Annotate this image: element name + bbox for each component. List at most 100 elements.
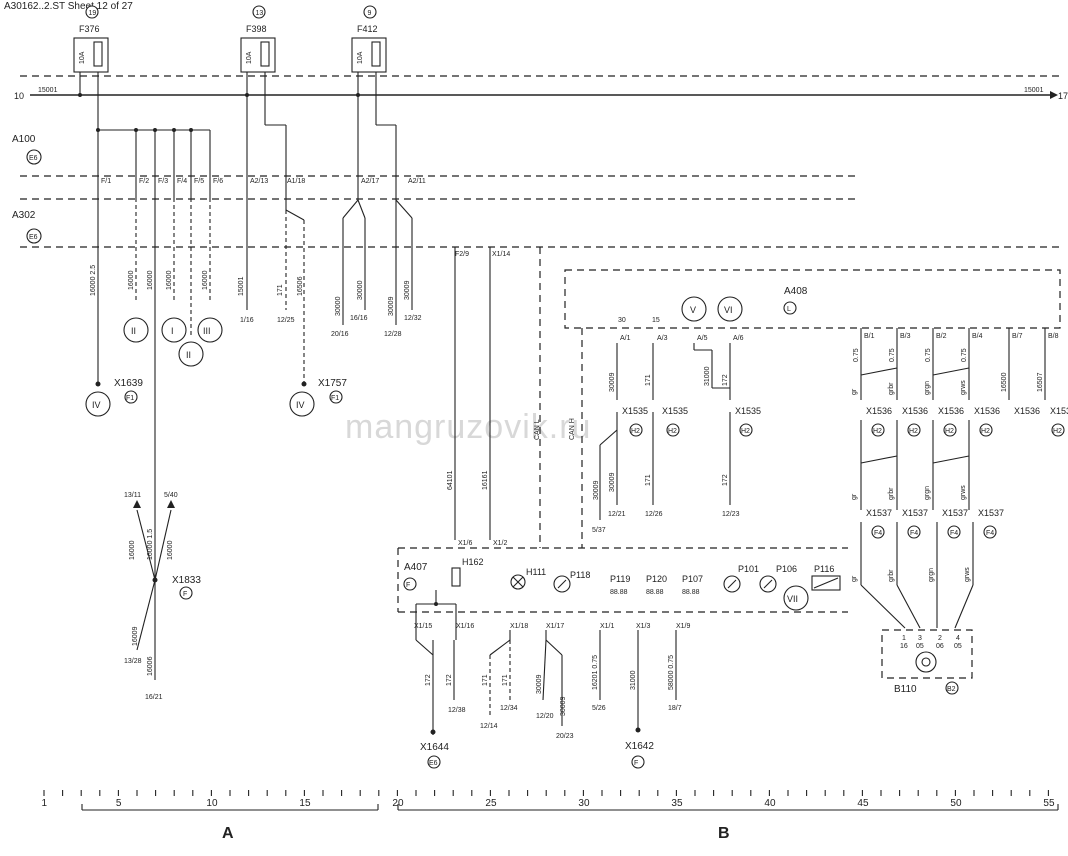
pin-row-top: F/1 F/2 F/3 F/4 F/5 F/6 A2/13 A1/18 A2/1…	[101, 178, 426, 185]
ref-label: 18/7	[668, 705, 682, 712]
svg-text:X1/9: X1/9	[676, 623, 691, 630]
svg-text:A2/13: A2/13	[250, 178, 268, 185]
svg-text:F4: F4	[986, 530, 994, 537]
ruler-label: 30	[578, 798, 590, 809]
svg-text:05: 05	[916, 643, 924, 650]
svg-text:88.88: 88.88	[646, 589, 664, 596]
svg-text:F/6: F/6	[213, 178, 223, 185]
loc-label: H2	[631, 428, 640, 435]
ref-label: 12/21	[608, 511, 626, 518]
svg-text:X1537: X1537	[866, 508, 892, 518]
loc-badge	[631, 755, 645, 769]
display-p119: P119 88.88	[610, 574, 630, 596]
svg-text:IV: IV	[296, 400, 305, 410]
fuse-f376: 19 F376 10A	[73, 5, 109, 97]
connector-x1535: X1535	[662, 406, 688, 416]
loc-badge	[427, 755, 441, 769]
wire-label: 16000	[129, 540, 136, 560]
svg-text:grgn: grgn	[928, 568, 935, 582]
svg-text:10A: 10A	[246, 51, 253, 64]
svg-text:X1536: X1536	[1014, 406, 1040, 416]
wire-label: 30009	[536, 674, 543, 694]
wire-label: 16000	[166, 270, 173, 290]
wire-label: 171	[645, 474, 652, 486]
svg-text:H162: H162	[462, 557, 484, 567]
svg-text:F398: F398	[246, 24, 267, 34]
svg-text:A/3: A/3	[657, 335, 668, 342]
wire	[285, 209, 305, 221]
svg-text:13: 13	[256, 10, 264, 17]
wire-label: 15001	[238, 276, 245, 296]
ref-label: 12/20	[536, 713, 554, 720]
svg-text:88.88: 88.88	[610, 589, 628, 596]
pin-row-a408: 30 15 A/1 A/3 A/5 A/6	[618, 317, 744, 342]
svg-text:X1/1: X1/1	[600, 623, 615, 630]
svg-text:30: 30	[618, 317, 626, 324]
module-a408-label: A408	[784, 286, 808, 297]
wire-label: 64101	[447, 470, 454, 490]
loc-label: F	[634, 760, 638, 767]
svg-text:H2: H2	[909, 428, 918, 435]
svg-text:06: 06	[936, 643, 944, 650]
connector-dot	[301, 381, 307, 387]
pin-label: X1/2	[493, 540, 508, 547]
svg-text:F/1: F/1	[101, 178, 111, 185]
fuse-f398: 13 F398 10A	[240, 5, 276, 125]
wire-label: 16000 1.5	[147, 529, 154, 560]
svg-text:F/3: F/3	[158, 178, 168, 185]
module-a407-loc-badge	[403, 577, 417, 591]
svg-text:grgn: grgn	[924, 486, 931, 500]
pin-row-b: B/1 B/3 B/2 B/4 B/7 B/8	[864, 333, 1059, 340]
svg-text:VII: VII	[787, 594, 798, 604]
svg-text:88.88: 88.88	[682, 589, 700, 596]
ref-label: 12/23	[722, 511, 740, 518]
svg-text:0.75: 0.75	[961, 348, 968, 362]
module-a302-label: A302	[12, 210, 36, 221]
connector-dot	[635, 727, 641, 733]
watermark: mangruzovik.ru	[345, 408, 591, 446]
module-a100-loc-badge	[26, 149, 42, 165]
ruler-label: 10	[206, 798, 218, 809]
svg-text:X1536: X1536	[974, 406, 1000, 416]
wire-label: 58000 0.75	[668, 655, 675, 690]
wire	[136, 579, 156, 651]
loc-label: F1	[331, 395, 339, 402]
svg-text:0.75: 0.75	[853, 348, 860, 362]
ref-label: 20/16	[331, 331, 349, 338]
wire-label: 30000	[335, 296, 342, 316]
display-p116: P116	[811, 564, 841, 591]
ruler-label: 5	[116, 798, 122, 809]
rail-right-wire: 15001	[1024, 87, 1044, 94]
svg-text:F/5: F/5	[194, 178, 204, 185]
svg-text:grws: grws	[964, 567, 971, 582]
svg-text:X1536: X1536	[902, 406, 928, 416]
wire-label: 16006	[147, 656, 154, 676]
svg-text:F/4: F/4	[177, 178, 187, 185]
wire-label: 16000	[147, 270, 154, 290]
ref-label: 16/21	[145, 694, 163, 701]
harness-upper: gr grbr grgn grws 0.75 0.75 0.75 0.75 16…	[851, 328, 1046, 400]
wire-label: 16201 0.75	[592, 655, 599, 690]
loc-badge	[179, 586, 193, 600]
svg-text:X1537: X1537	[978, 508, 1004, 518]
svg-text:1: 1	[902, 635, 906, 642]
svg-text:B/8: B/8	[1048, 333, 1059, 340]
wire	[599, 429, 618, 446]
loc-label: E6	[429, 760, 438, 767]
junction-dot	[434, 602, 438, 606]
svg-text:A2/11: A2/11	[408, 178, 426, 185]
svg-text:gr: gr	[851, 575, 858, 582]
wire-label: 16000 2.5	[90, 265, 97, 296]
wire-label: 171	[277, 284, 284, 296]
wire	[136, 509, 156, 581]
svg-text:F376: F376	[79, 24, 100, 34]
svg-text:F4: F4	[950, 530, 958, 537]
roman-marker: VII	[783, 585, 809, 611]
rail-left-number: 10	[14, 91, 24, 101]
loc-badge	[629, 423, 643, 437]
roman-marker: IV	[289, 391, 315, 417]
wire-label: 172	[722, 374, 729, 386]
ruler-label: 25	[485, 798, 497, 809]
connector-x1757: X1757	[318, 378, 347, 389]
